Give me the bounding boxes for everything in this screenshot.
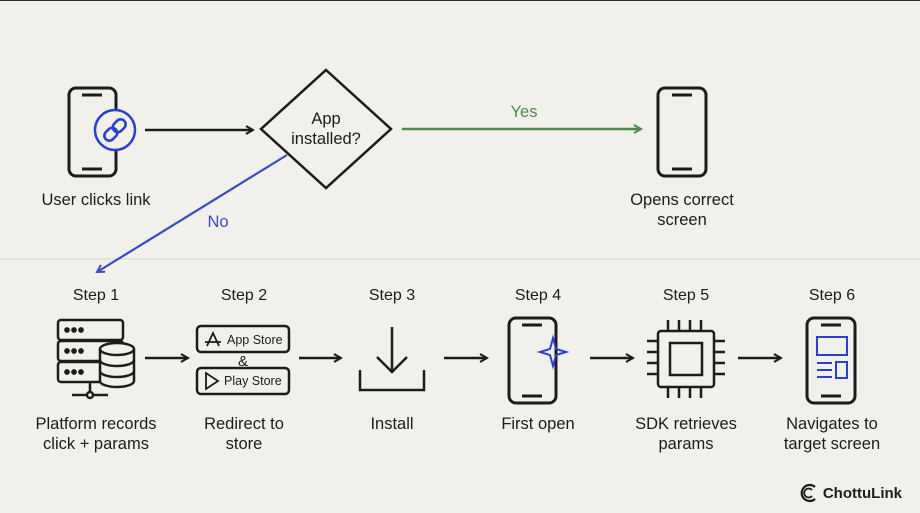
no-arrow xyxy=(97,154,288,272)
step-2-heading: Step 2 xyxy=(220,287,268,304)
chip-icon xyxy=(647,320,725,398)
play-store-label: Play Store xyxy=(224,374,282,388)
play-store-badge xyxy=(195,366,291,396)
step-3-label: Install xyxy=(370,415,414,433)
decision-label: App installed? xyxy=(291,110,361,148)
brand-name: ChottuLink xyxy=(822,484,902,502)
decision-diamond xyxy=(259,68,393,190)
opens-correct-screen-label: Opens correct screen xyxy=(630,191,734,229)
step-4-heading: Step 4 xyxy=(514,287,562,304)
user-clicks-link-label: User clicks link xyxy=(41,191,151,209)
ampersand: & xyxy=(238,353,248,370)
step-4-label: First open xyxy=(501,415,575,433)
app-store-label: App Store xyxy=(227,333,283,347)
phone-icon xyxy=(656,86,708,178)
phone-sparkle-icon xyxy=(507,316,570,405)
sparkle-icon xyxy=(536,334,570,370)
yes-label: Yes xyxy=(510,103,538,121)
step-6-label: Navigates to target screen xyxy=(783,415,881,453)
step-3-heading: Step 3 xyxy=(368,287,416,304)
step-5-heading: Step 5 xyxy=(662,287,710,304)
no-label: No xyxy=(207,213,229,231)
download-icon xyxy=(358,327,426,392)
step-6-heading: Step 6 xyxy=(808,287,856,304)
step-2-label: Redirect to store xyxy=(204,415,284,453)
phone-screen-icon xyxy=(805,316,857,405)
step-5-label: SDK retrieves params xyxy=(635,415,737,453)
play-store-icon xyxy=(205,371,220,391)
step-1-heading: Step 1 xyxy=(72,287,120,304)
brand-logo: ChottuLink xyxy=(800,483,902,503)
step-1-label: Platform records click + params xyxy=(35,415,157,453)
server-database-icon xyxy=(56,318,136,400)
link-icon xyxy=(93,108,137,152)
app-store-icon xyxy=(205,330,221,347)
app-store-badge xyxy=(195,324,291,354)
app-store-play-store-icon: App Store & Play Store xyxy=(195,324,291,396)
top-border xyxy=(0,0,920,1)
chottulink-logo-icon xyxy=(800,483,816,503)
